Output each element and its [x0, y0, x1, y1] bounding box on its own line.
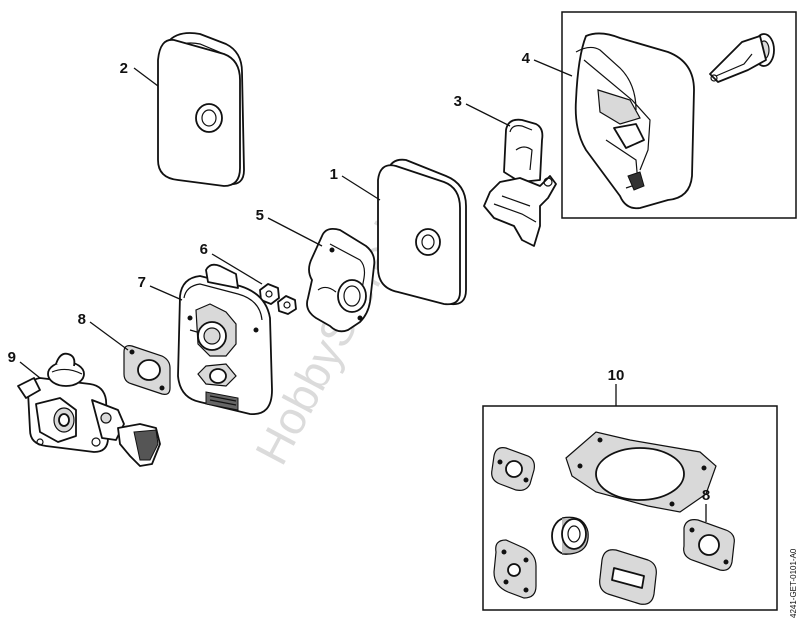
callout-9: 9	[8, 349, 16, 366]
callout-8-kit: 8	[702, 487, 710, 504]
shroud-part-4	[574, 32, 695, 210]
choke-bracket-part-3	[483, 118, 557, 247]
reference-code: 4241-GET-0101-A0	[789, 548, 798, 618]
callout-6: 6	[200, 241, 208, 258]
oil-seal	[551, 516, 589, 555]
callout-1: 1	[330, 166, 338, 183]
carburetor-part-9	[17, 352, 161, 467]
gasket-kit-frame	[482, 405, 778, 611]
nuts-part-6	[259, 283, 297, 315]
flange-part-5	[306, 227, 376, 333]
callout-8: 8	[78, 311, 86, 328]
gasket-part-8	[123, 345, 171, 395]
callout-4: 4	[522, 50, 531, 67]
air-filter-part-1	[377, 158, 467, 306]
callout-2: 2	[120, 60, 128, 77]
gasket-kit-part-10	[491, 431, 735, 605]
callout-10: 10	[608, 367, 625, 384]
knob-part-4	[709, 33, 775, 83]
callout-3: 3	[454, 93, 462, 110]
leader-lines	[19, 59, 707, 522]
carburetor-box-part-7	[177, 263, 273, 415]
callout-7: 7	[138, 274, 146, 291]
air-filter-part-2	[157, 32, 245, 187]
callout-5: 5	[256, 207, 264, 224]
shroud-frame	[561, 11, 797, 219]
